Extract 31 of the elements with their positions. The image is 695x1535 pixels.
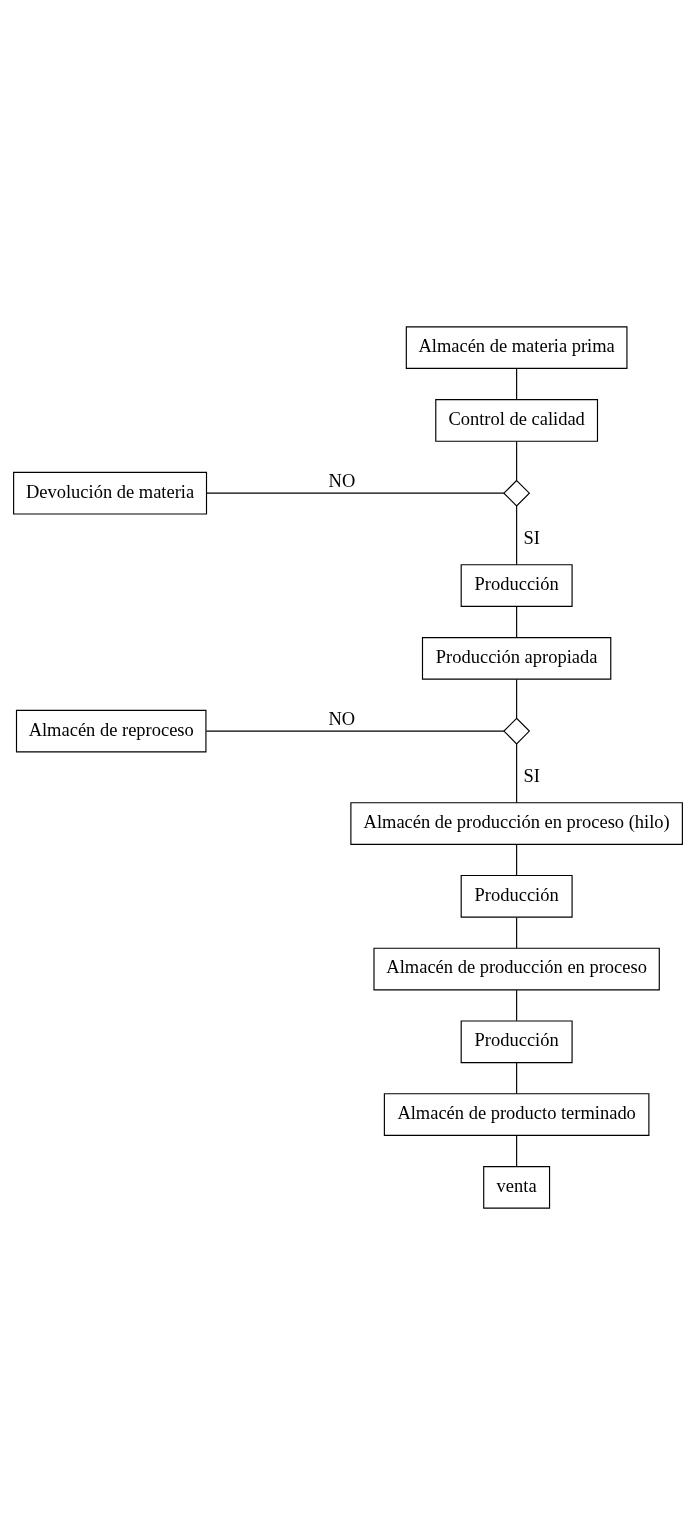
connector <box>515 916 517 949</box>
node-box: Producción <box>460 874 573 918</box>
node-box: Devolución de materia <box>12 471 207 515</box>
connector <box>515 1062 517 1095</box>
edge-label: SI <box>522 765 540 786</box>
edge-label: NO <box>327 709 355 730</box>
node-box: Producción apropiada <box>421 636 611 680</box>
node-box: Producción <box>460 1020 573 1064</box>
connector <box>515 989 517 1022</box>
connector <box>515 678 517 719</box>
connector <box>515 505 517 566</box>
edge-label: NO <box>328 471 355 492</box>
node-box: Almacén de producto terminado <box>383 1093 649 1136</box>
node-box: Control de calidad <box>434 399 598 442</box>
connector <box>515 743 517 804</box>
node-box: venta <box>482 1166 550 1209</box>
connector <box>205 730 504 732</box>
node-diamond <box>502 717 530 745</box>
connector <box>515 844 517 876</box>
connector <box>205 492 504 494</box>
node-diamond <box>502 479 530 507</box>
connector <box>515 441 517 481</box>
node-box: Producción <box>460 564 573 607</box>
node-box: Almacén de producción en proceso (hilo) <box>349 802 683 845</box>
connector <box>515 606 517 638</box>
node-box: Almacén de materia prima <box>405 326 628 369</box>
connector <box>515 368 517 401</box>
connector <box>515 1135 517 1167</box>
node-box: Almacén de producción en proceso <box>372 947 660 991</box>
node-box: Almacén de reproceso <box>15 709 206 753</box>
edge-label: SI <box>522 527 540 548</box>
